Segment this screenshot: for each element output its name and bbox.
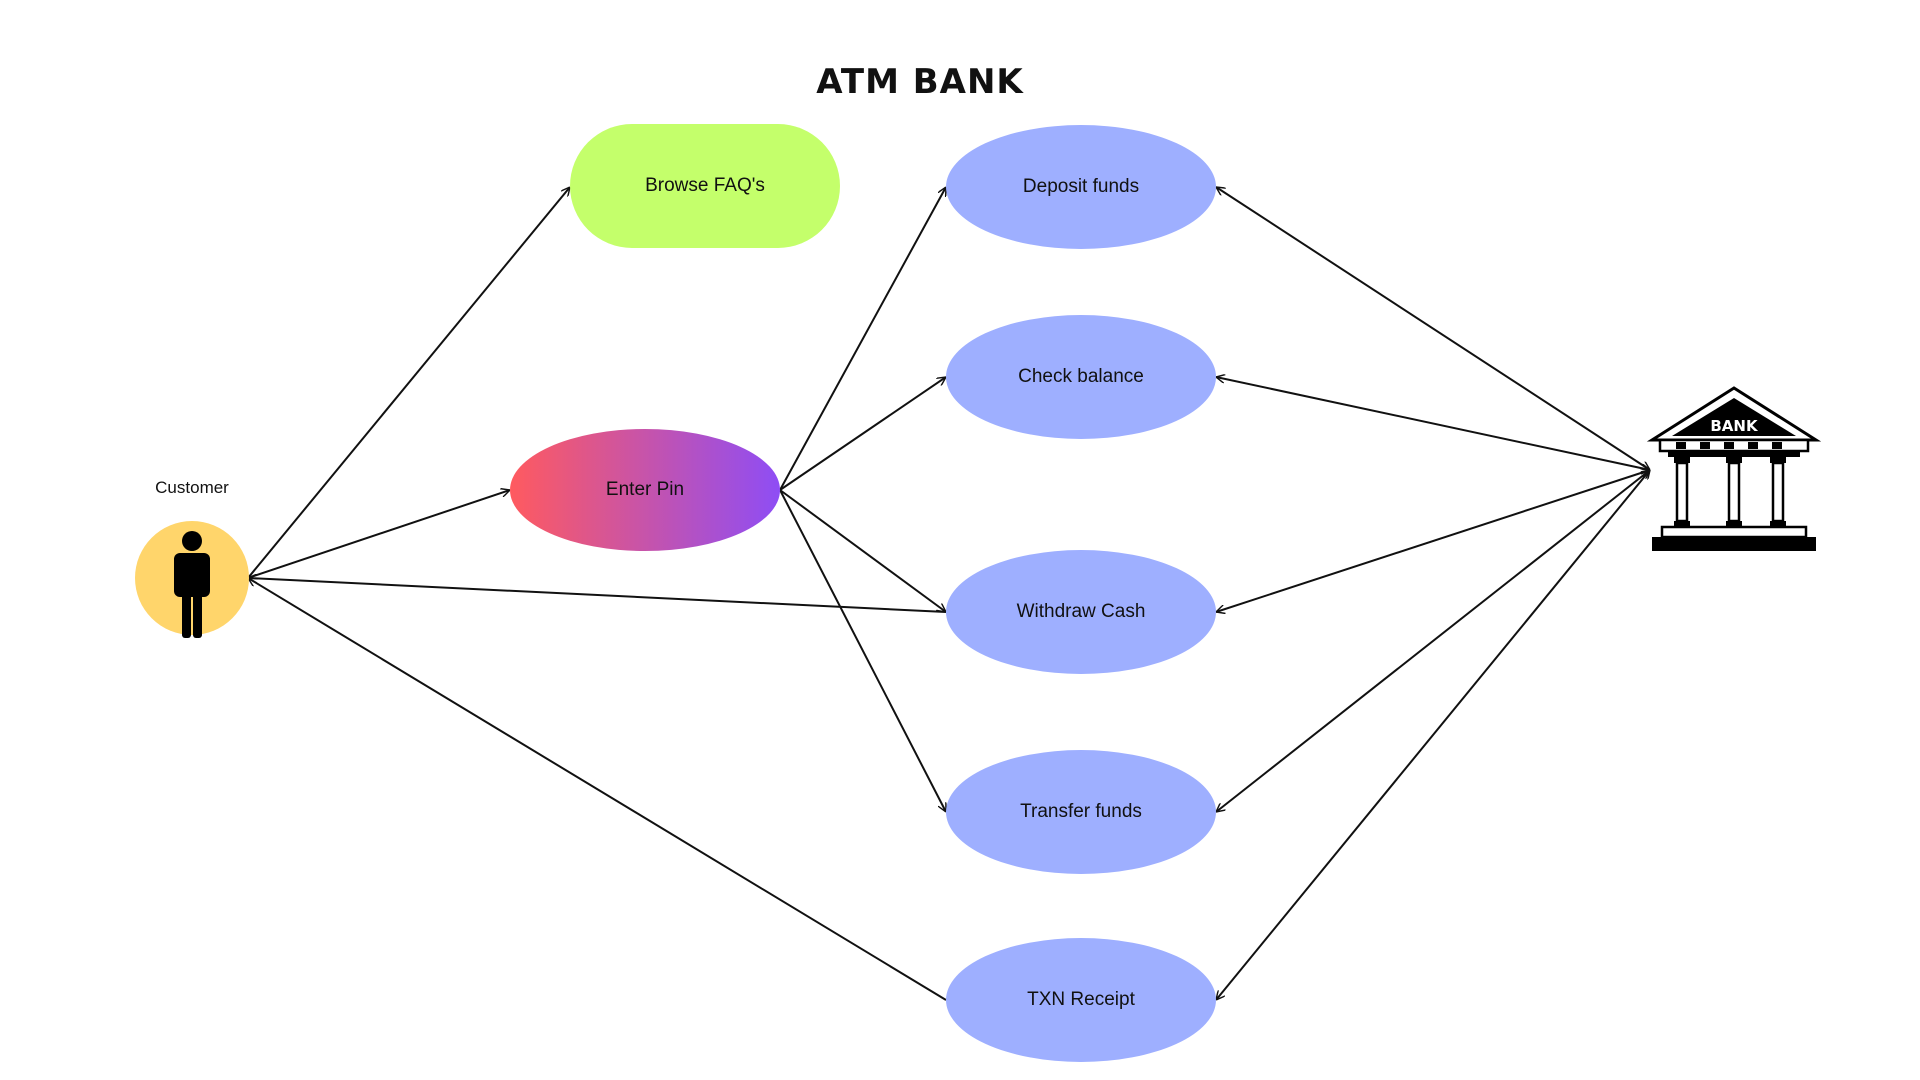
use-case-deposit-shape <box>946 125 1216 249</box>
edge-customer-receipt <box>248 577 947 1001</box>
customer-actor[interactable] <box>135 521 249 638</box>
use-case-enter-pin[interactable]: Enter Pin <box>605 479 685 500</box>
use-case-deposit[interactable]: Deposit funds <box>1022 176 1140 197</box>
bank-icon[interactable]: BANK <box>1646 386 1822 551</box>
edge-bank-withdraw <box>1216 470 1650 612</box>
use-case-faq-shape <box>570 124 840 248</box>
use-case-check-balance[interactable]: Check balance <box>1018 366 1144 387</box>
edge-customer-withdraw <box>248 578 947 613</box>
edge-pin-balance <box>779 377 946 491</box>
edge-pin-transfer <box>779 489 947 812</box>
edge-bank-transfer <box>1216 470 1650 812</box>
use-case-pin-shape <box>510 429 780 551</box>
edge-bank-deposit <box>1216 187 1650 470</box>
edge-bank-receipt <box>1216 470 1650 1000</box>
diagram-title: ATM BANK <box>816 62 1024 102</box>
use-case-balance-shape <box>946 315 1216 439</box>
edge-pin-withdraw <box>779 489 946 612</box>
use-case-withdraw-shape <box>946 550 1216 674</box>
use-case-faq[interactable]: Browse FAQ's <box>645 175 765 196</box>
use-case-receipt[interactable]: TXN Receipt <box>1027 989 1135 1010</box>
connectors <box>248 187 1650 1000</box>
use-case-transfer-shape <box>946 750 1216 874</box>
use-case-receipt-shape <box>946 938 1216 1062</box>
use-case-transfer[interactable]: Transfer funds <box>1020 801 1142 822</box>
edge-bank-balance <box>1216 377 1650 470</box>
use-case-withdraw[interactable]: Withdraw Cash <box>1016 601 1146 622</box>
bank-sign: BANK <box>1710 417 1759 435</box>
edge-customer-faq <box>247 187 570 579</box>
edge-customer-pin <box>247 490 510 579</box>
person-icon <box>174 531 210 638</box>
edge-pin-deposit <box>779 187 947 491</box>
customer-label: Customer <box>155 478 229 497</box>
